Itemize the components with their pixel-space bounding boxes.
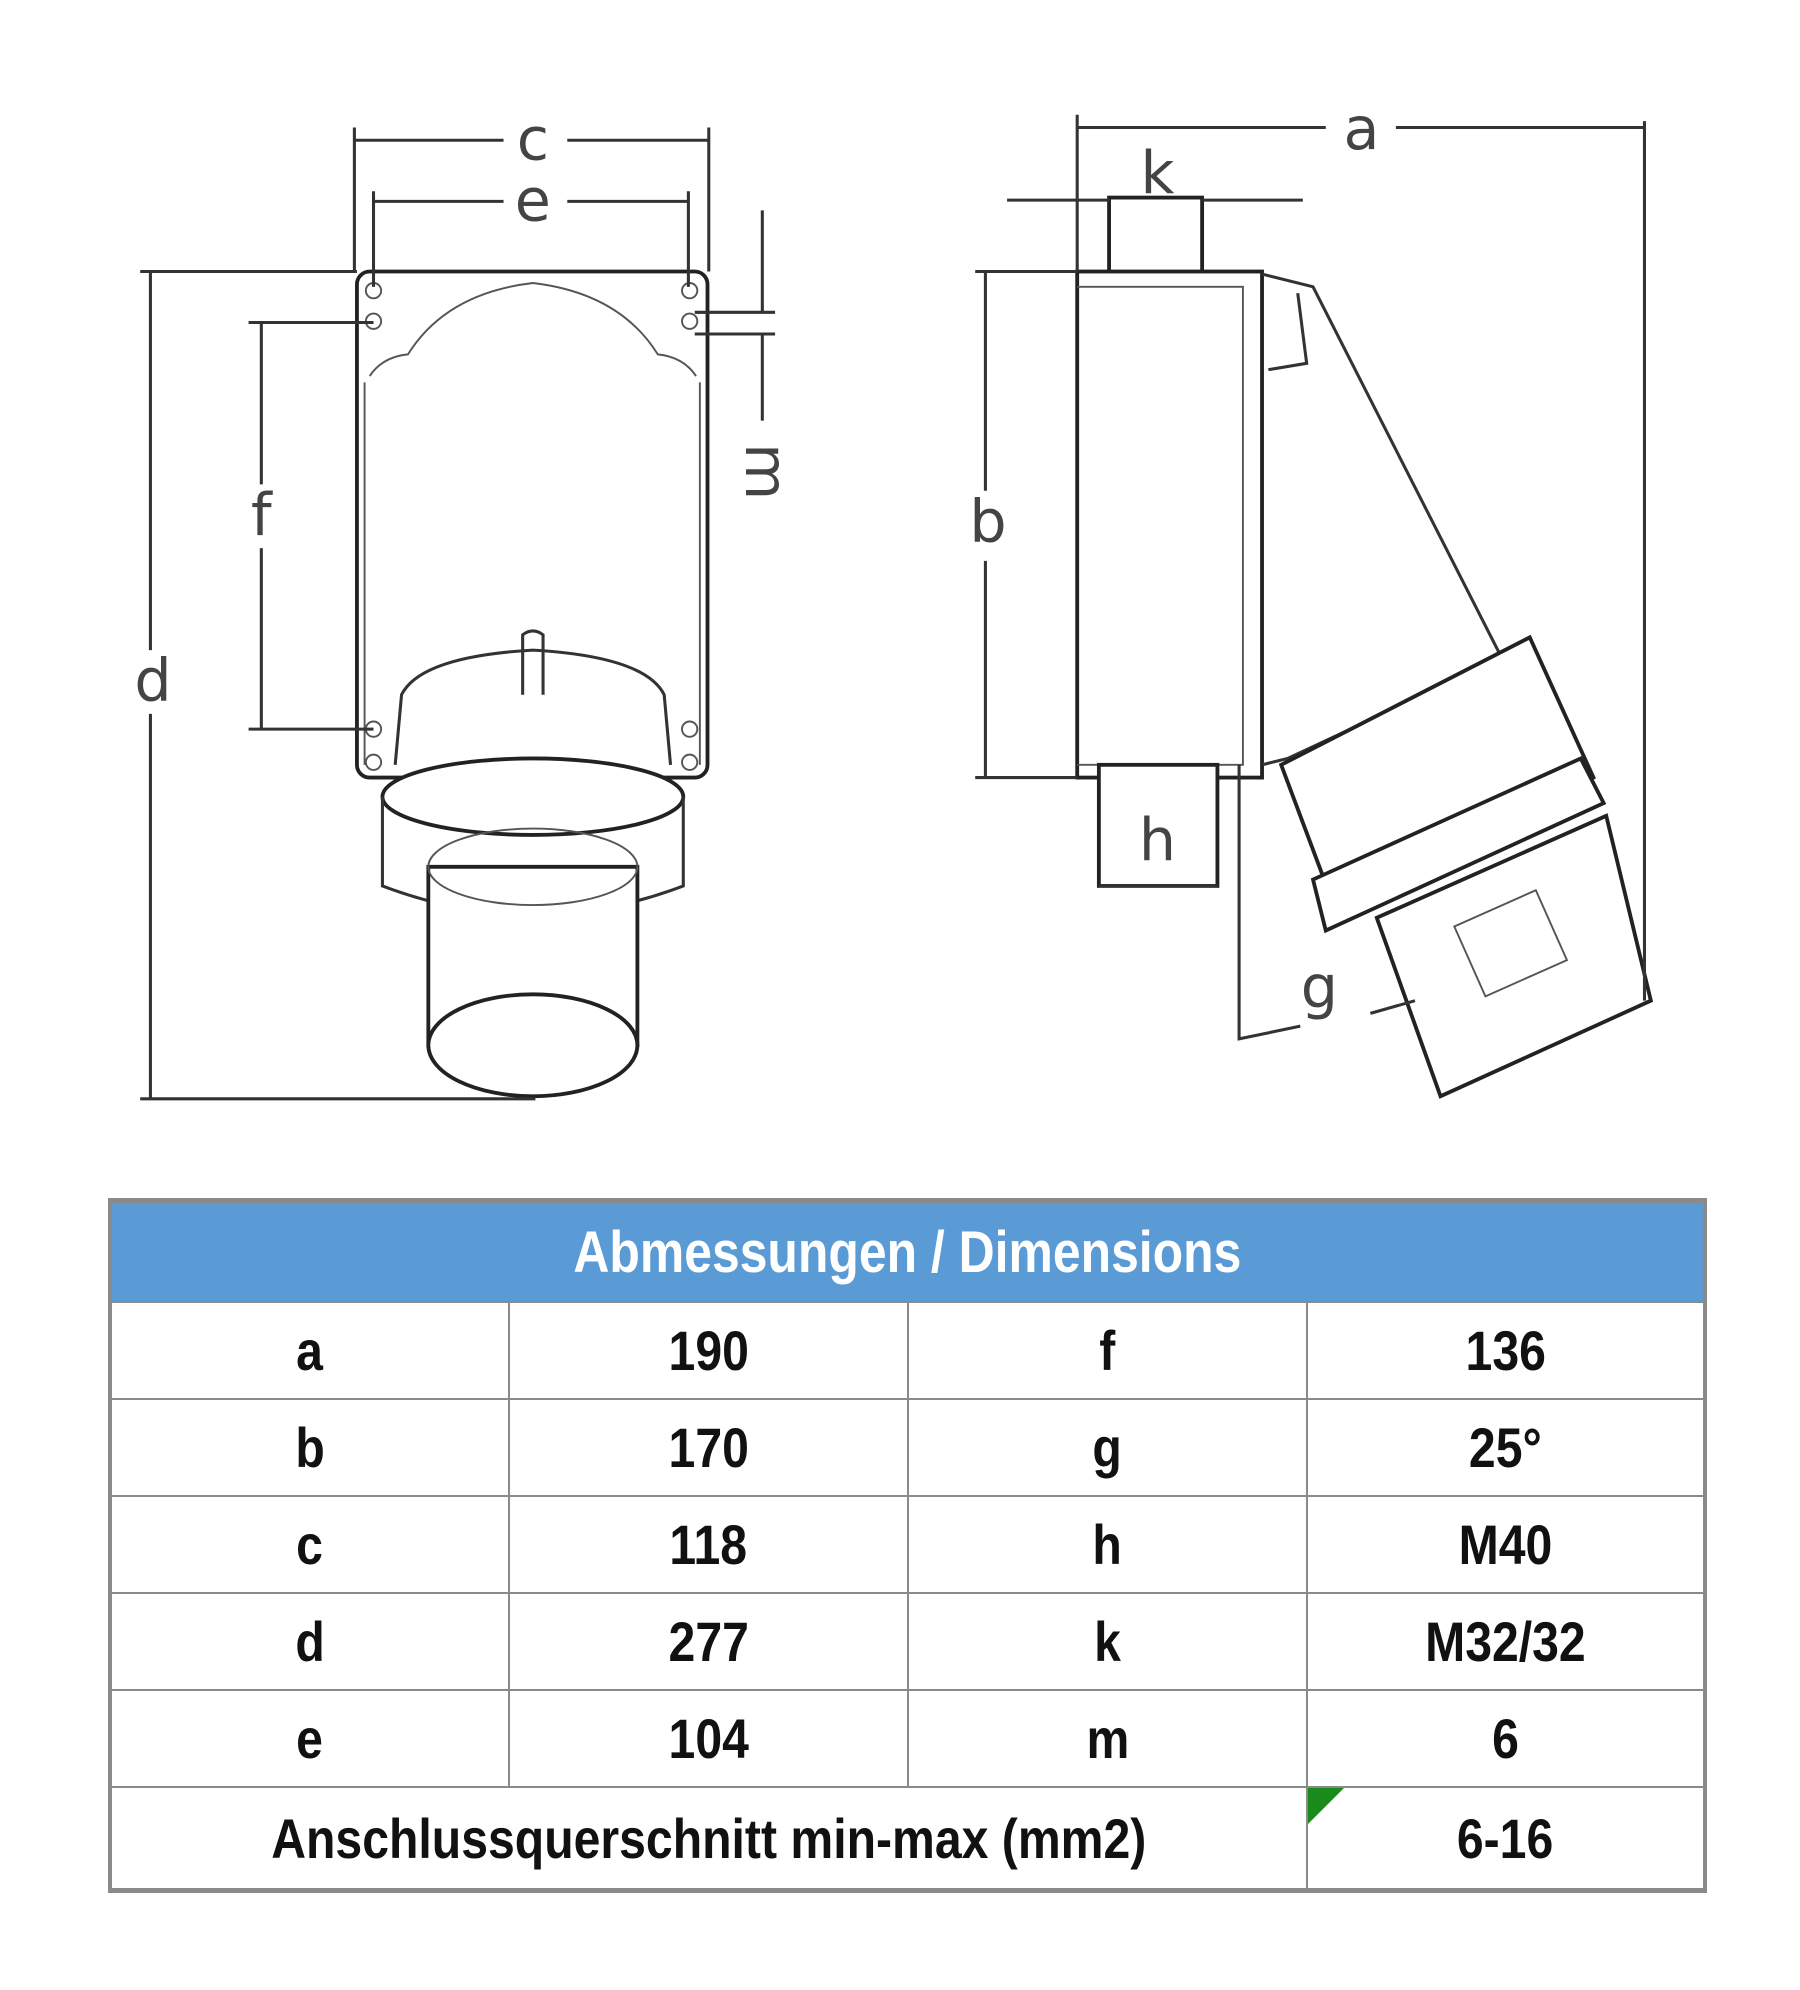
label-m: m bbox=[732, 443, 800, 500]
label-d: d bbox=[134, 647, 171, 715]
label-k: k bbox=[1141, 140, 1175, 208]
table-title: Abmessungen / Dimensions bbox=[107, 1198, 1708, 1303]
label-a: a bbox=[1344, 95, 1380, 163]
front-view bbox=[355, 269, 710, 1099]
label-e: e bbox=[515, 167, 551, 235]
side-view bbox=[1075, 195, 1654, 1099]
label-b: b bbox=[969, 488, 1006, 556]
label-f: f bbox=[251, 481, 273, 549]
label-g: g bbox=[1301, 953, 1338, 1021]
front-dimensions: c e d f m bbox=[134, 105, 800, 1101]
footer-label: Anschlussquerschnitt min-max (mm2) bbox=[108, 1786, 1308, 1893]
dimension-drawing: c e d f m a k b h g bbox=[134, 95, 1654, 1101]
footer-value: 6-16 bbox=[1305, 1786, 1708, 1893]
label-h: h bbox=[1139, 806, 1176, 874]
table-footer-row: Anschlussquerschnitt min-max (mm2) 6-16 bbox=[108, 1786, 1708, 1893]
comment-marker-icon bbox=[1308, 1788, 1344, 1824]
label-c: c bbox=[517, 105, 549, 173]
side-dimensions: a k b h g bbox=[969, 95, 1647, 1041]
